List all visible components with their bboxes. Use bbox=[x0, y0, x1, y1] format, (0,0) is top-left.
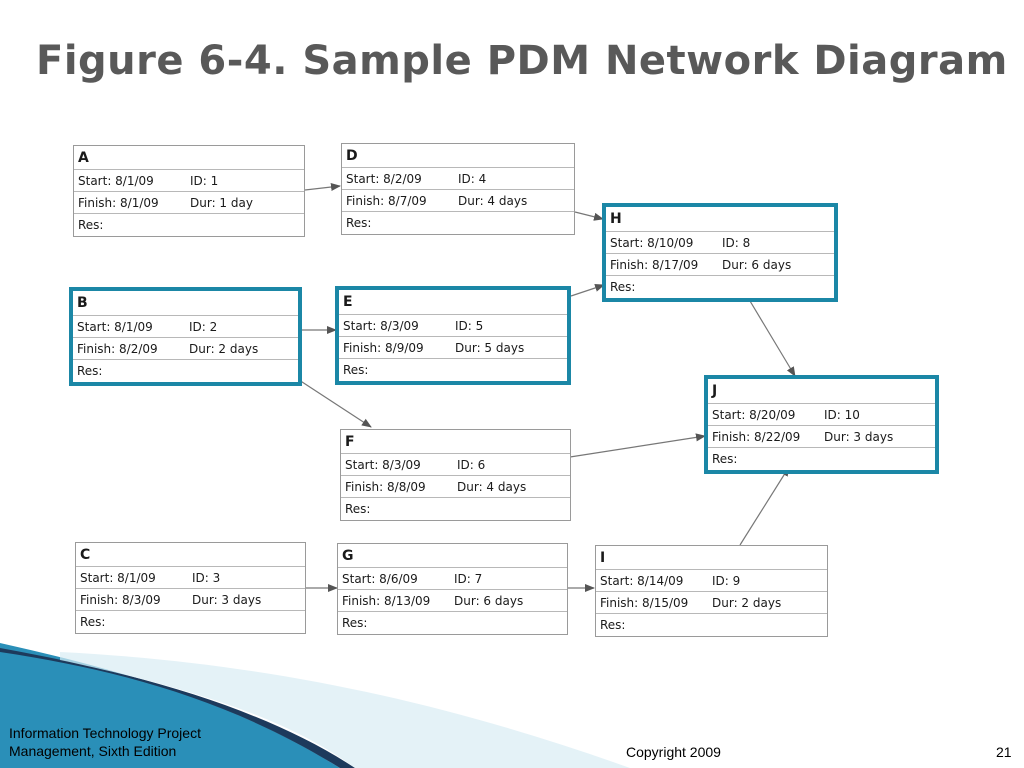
swoosh-light-band bbox=[60, 652, 630, 768]
node-f: F Start: 8/3/09 ID: 6 Finish: 8/8/09 Dur: … bbox=[340, 429, 571, 521]
arrow-b-f bbox=[295, 377, 372, 428]
node-i: I Start: 8/14/09 ID: 9 Finish: 8/15/09 Dur… bbox=[595, 545, 828, 637]
node-j-dur: Dur: 3 days bbox=[824, 429, 894, 444]
slide-title: Figure 6-4. Sample PDM Network Diagram bbox=[36, 38, 1008, 84]
node-g-start: Start: 8/6/09 bbox=[342, 571, 418, 586]
node-h-res: Res: bbox=[610, 280, 636, 294]
node-i-dur: Dur: 2 days bbox=[712, 595, 782, 610]
arrow-f-j bbox=[569, 433, 706, 458]
footer-line-2: Management, Sixth Edition bbox=[9, 743, 177, 759]
node-d-start: Start: 8/2/09 bbox=[346, 171, 422, 186]
node-f-name: F bbox=[341, 430, 570, 454]
node-d-dur: Dur: 4 days bbox=[458, 193, 528, 208]
arrow-h-j bbox=[746, 295, 796, 377]
node-h-start: Start: 8/10/09 bbox=[610, 235, 694, 250]
arrow-d-h bbox=[574, 211, 604, 221]
node-b-id: ID: 2 bbox=[189, 319, 218, 334]
node-h-name: H bbox=[606, 207, 834, 232]
node-a: A Start: 8/1/09 ID: 1 Finish: 8/1/09 Dur: … bbox=[73, 145, 305, 237]
node-c-id: ID: 3 bbox=[192, 570, 221, 585]
node-j-res: Res: bbox=[712, 452, 738, 466]
node-e-finish: Finish: 8/9/09 bbox=[343, 340, 424, 355]
node-f-id: ID: 6 bbox=[457, 457, 486, 472]
node-b-start: Start: 8/1/09 bbox=[77, 319, 153, 334]
node-c-finish: Finish: 8/3/09 bbox=[80, 592, 161, 607]
node-j-start: Start: 8/20/09 bbox=[712, 407, 796, 422]
node-j-name: J bbox=[708, 379, 935, 404]
node-g-dur: Dur: 6 days bbox=[454, 593, 524, 608]
node-d: D Start: 8/2/09 ID: 4 Finish: 8/7/09 Dur: … bbox=[341, 143, 575, 235]
footer-copyright: Copyright 2009 bbox=[626, 744, 721, 760]
node-g-id: ID: 7 bbox=[454, 571, 483, 586]
node-i-finish: Finish: 8/15/09 bbox=[600, 595, 689, 610]
arrow-a-d bbox=[304, 183, 341, 191]
footer-book-title: Information Technology Project Managemen… bbox=[9, 724, 201, 760]
node-d-name: D bbox=[342, 144, 574, 168]
node-a-start: Start: 8/1/09 bbox=[78, 173, 154, 188]
node-j: J Start: 8/20/09 ID: 10 Finish: 8/22/09 Du… bbox=[704, 375, 939, 474]
node-c-dur: Dur: 3 days bbox=[192, 592, 262, 607]
node-b-name: B bbox=[73, 291, 298, 316]
node-c: C Start: 8/1/09 ID: 3 Finish: 8/3/09 Dur: … bbox=[75, 542, 306, 634]
node-a-res: Res: bbox=[78, 218, 104, 232]
node-e-id: ID: 5 bbox=[455, 318, 484, 333]
node-e: E Start: 8/3/09 ID: 5 Finish: 8/9/09 Dur: … bbox=[335, 286, 571, 385]
node-f-res: Res: bbox=[345, 502, 371, 516]
node-h-id: ID: 8 bbox=[722, 235, 751, 250]
node-d-id: ID: 4 bbox=[458, 171, 487, 186]
node-f-finish: Finish: 8/8/09 bbox=[345, 479, 426, 494]
node-c-start: Start: 8/1/09 bbox=[80, 570, 156, 585]
arrow-i-j bbox=[739, 466, 790, 546]
node-c-res: Res: bbox=[80, 615, 106, 629]
node-h-finish: Finish: 8/17/09 bbox=[610, 257, 699, 272]
node-h: H Start: 8/10/09 ID: 8 Finish: 8/17/09 Dur… bbox=[602, 203, 838, 302]
node-j-id: ID: 10 bbox=[824, 407, 860, 422]
arrow-e-h bbox=[570, 284, 605, 297]
node-h-dur: Dur: 6 days bbox=[722, 257, 792, 272]
node-g-name: G bbox=[338, 544, 567, 568]
node-g: G Start: 8/6/09 ID: 7 Finish: 8/13/09 Dur:… bbox=[337, 543, 568, 635]
node-b-dur: Dur: 2 days bbox=[189, 341, 259, 356]
node-b-finish: Finish: 8/2/09 bbox=[77, 341, 158, 356]
node-b-res: Res: bbox=[77, 364, 103, 378]
node-e-start: Start: 8/3/09 bbox=[343, 318, 419, 333]
node-a-dur: Dur: 1 day bbox=[190, 195, 253, 210]
node-e-res: Res: bbox=[343, 363, 369, 377]
node-f-dur: Dur: 4 days bbox=[457, 479, 527, 494]
node-c-name: C bbox=[76, 543, 305, 567]
node-i-id: ID: 9 bbox=[712, 573, 741, 588]
node-i-name: I bbox=[596, 546, 827, 570]
node-e-name: E bbox=[339, 290, 567, 315]
node-a-id: ID: 1 bbox=[190, 173, 219, 188]
node-f-start: Start: 8/3/09 bbox=[345, 457, 421, 472]
swoosh-blue-band bbox=[0, 643, 340, 768]
node-e-dur: Dur: 5 days bbox=[455, 340, 525, 355]
footer-line-1: Information Technology Project bbox=[9, 725, 201, 741]
node-i-start: Start: 8/14/09 bbox=[600, 573, 684, 588]
node-g-finish: Finish: 8/13/09 bbox=[342, 593, 431, 608]
page-number: 21 bbox=[996, 744, 1012, 760]
node-a-finish: Finish: 8/1/09 bbox=[78, 195, 159, 210]
node-i-res: Res: bbox=[600, 618, 626, 632]
node-a-name: A bbox=[74, 146, 304, 170]
node-d-res: Res: bbox=[346, 216, 372, 230]
node-b: B Start: 8/1/09 ID: 2 Finish: 8/2/09 Dur: … bbox=[69, 287, 302, 386]
node-j-finish: Finish: 8/22/09 bbox=[712, 429, 801, 444]
node-g-res: Res: bbox=[342, 616, 368, 630]
node-d-finish: Finish: 8/7/09 bbox=[346, 193, 427, 208]
